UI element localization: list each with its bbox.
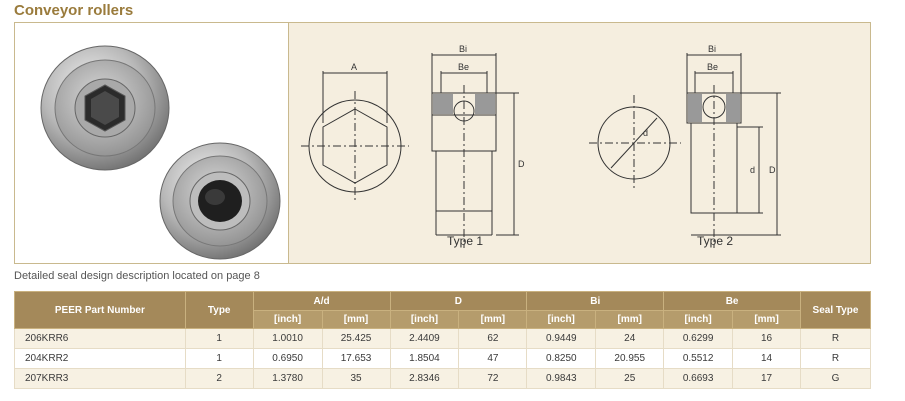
cell-d-inch: 1.8504 [389, 348, 460, 369]
cell-be-mm: 14 [732, 348, 802, 369]
cell-ad-mm: 35 [321, 368, 391, 389]
cell-d-mm: 72 [458, 368, 528, 389]
table-row: 204KRR2 1 0.6950 17.653 1.8504 47 0.8250… [14, 348, 871, 369]
header-ad: A/d [252, 291, 391, 311]
dim-label-be-type2: Be [707, 62, 718, 72]
cell-be-mm: 17 [732, 368, 802, 389]
subheader-mm: [mm] [321, 310, 391, 329]
cell-bi-inch: 0.9843 [526, 368, 597, 389]
dim-label-d-type1: D [518, 159, 525, 169]
cell-ad-mm: 25.425 [321, 328, 391, 349]
page-title: Conveyor rollers [14, 2, 134, 19]
subheader-inch: [inch] [252, 310, 323, 329]
cell-bi-mm: 25 [595, 368, 665, 389]
cell-type: 1 [184, 348, 254, 369]
header-seal-type: Seal Type [800, 291, 871, 329]
cell-ad-mm: 17.653 [321, 348, 391, 369]
cell-ad-inch: 0.6950 [252, 348, 323, 369]
cell-be-mm: 16 [732, 328, 802, 349]
cell-be-inch: 0.5512 [663, 348, 734, 369]
cell-part: 207KRR3 [14, 368, 186, 389]
dim-label-bi-type1: Bi [459, 44, 467, 54]
header-bi: Bi [526, 291, 665, 311]
subheader-mm: [mm] [732, 310, 802, 329]
type2-label: Type 2 [697, 234, 733, 248]
dim-label-small-d-front: d [643, 128, 648, 138]
cell-d-inch: 2.8346 [389, 368, 460, 389]
header-be: Be [663, 291, 802, 311]
cell-part: 204KRR2 [14, 348, 186, 369]
dim-label-be-type1: Be [458, 62, 469, 72]
cell-ad-inch: 1.3780 [252, 368, 323, 389]
dim-label-d-type2: D [769, 165, 776, 175]
technical-drawing: A Bi Be D d Bi Be d D Type 1 Type 2 [288, 23, 870, 263]
dimension-drawing: A Bi Be D d Bi Be d D Type 1 Type 2 [301, 44, 781, 248]
subheader-mm: [mm] [595, 310, 665, 329]
product-figure-panel: A Bi Be D d Bi Be d D Type 1 Type 2 [14, 22, 871, 264]
seal-design-note: Detailed seal design description located… [14, 270, 260, 282]
cell-be-inch: 0.6693 [663, 368, 734, 389]
header-d: D [389, 291, 528, 311]
cell-bi-inch: 0.8250 [526, 348, 597, 369]
cell-bi-mm: 24 [595, 328, 665, 349]
bearing-photos [15, 23, 288, 263]
cell-ad-inch: 1.0010 [252, 328, 323, 349]
subheader-inch: [inch] [663, 310, 734, 329]
subheader-mm: [mm] [458, 310, 528, 329]
dim-label-bi-type2: Bi [708, 44, 716, 54]
cell-d-mm: 47 [458, 348, 528, 369]
cell-d-inch: 2.4409 [389, 328, 460, 349]
table-row: 206KRR6 1 1.0010 25.425 2.4409 62 0.9449… [14, 328, 871, 349]
cell-part: 206KRR6 [14, 328, 186, 349]
table-row: 207KRR3 2 1.3780 35 2.8346 72 0.9843 25 … [14, 368, 871, 389]
header-part-number: PEER Part Number [14, 291, 186, 329]
subheader-inch: [inch] [389, 310, 460, 329]
cell-bi-mm: 20.955 [595, 348, 665, 369]
cell-type: 2 [184, 368, 254, 389]
cell-seal: R [800, 348, 871, 369]
bearing-photo-round [159, 142, 281, 260]
type1-label: Type 1 [447, 234, 483, 248]
dim-label-a: A [351, 62, 357, 72]
cell-seal: R [800, 328, 871, 349]
cell-bi-inch: 0.9449 [526, 328, 597, 349]
conveyor-roller-table: PEER Part Number Type A/d D Bi Be Seal T… [14, 291, 871, 389]
subheader-inch: [inch] [526, 310, 597, 329]
cell-be-inch: 0.6299 [663, 328, 734, 349]
cell-seal: G [800, 368, 871, 389]
cell-d-mm: 62 [458, 328, 528, 349]
header-type: Type [184, 291, 254, 329]
dim-label-small-d-type2: d [750, 165, 755, 175]
bearing-photo-hex [40, 45, 170, 171]
cell-type: 1 [184, 328, 254, 349]
